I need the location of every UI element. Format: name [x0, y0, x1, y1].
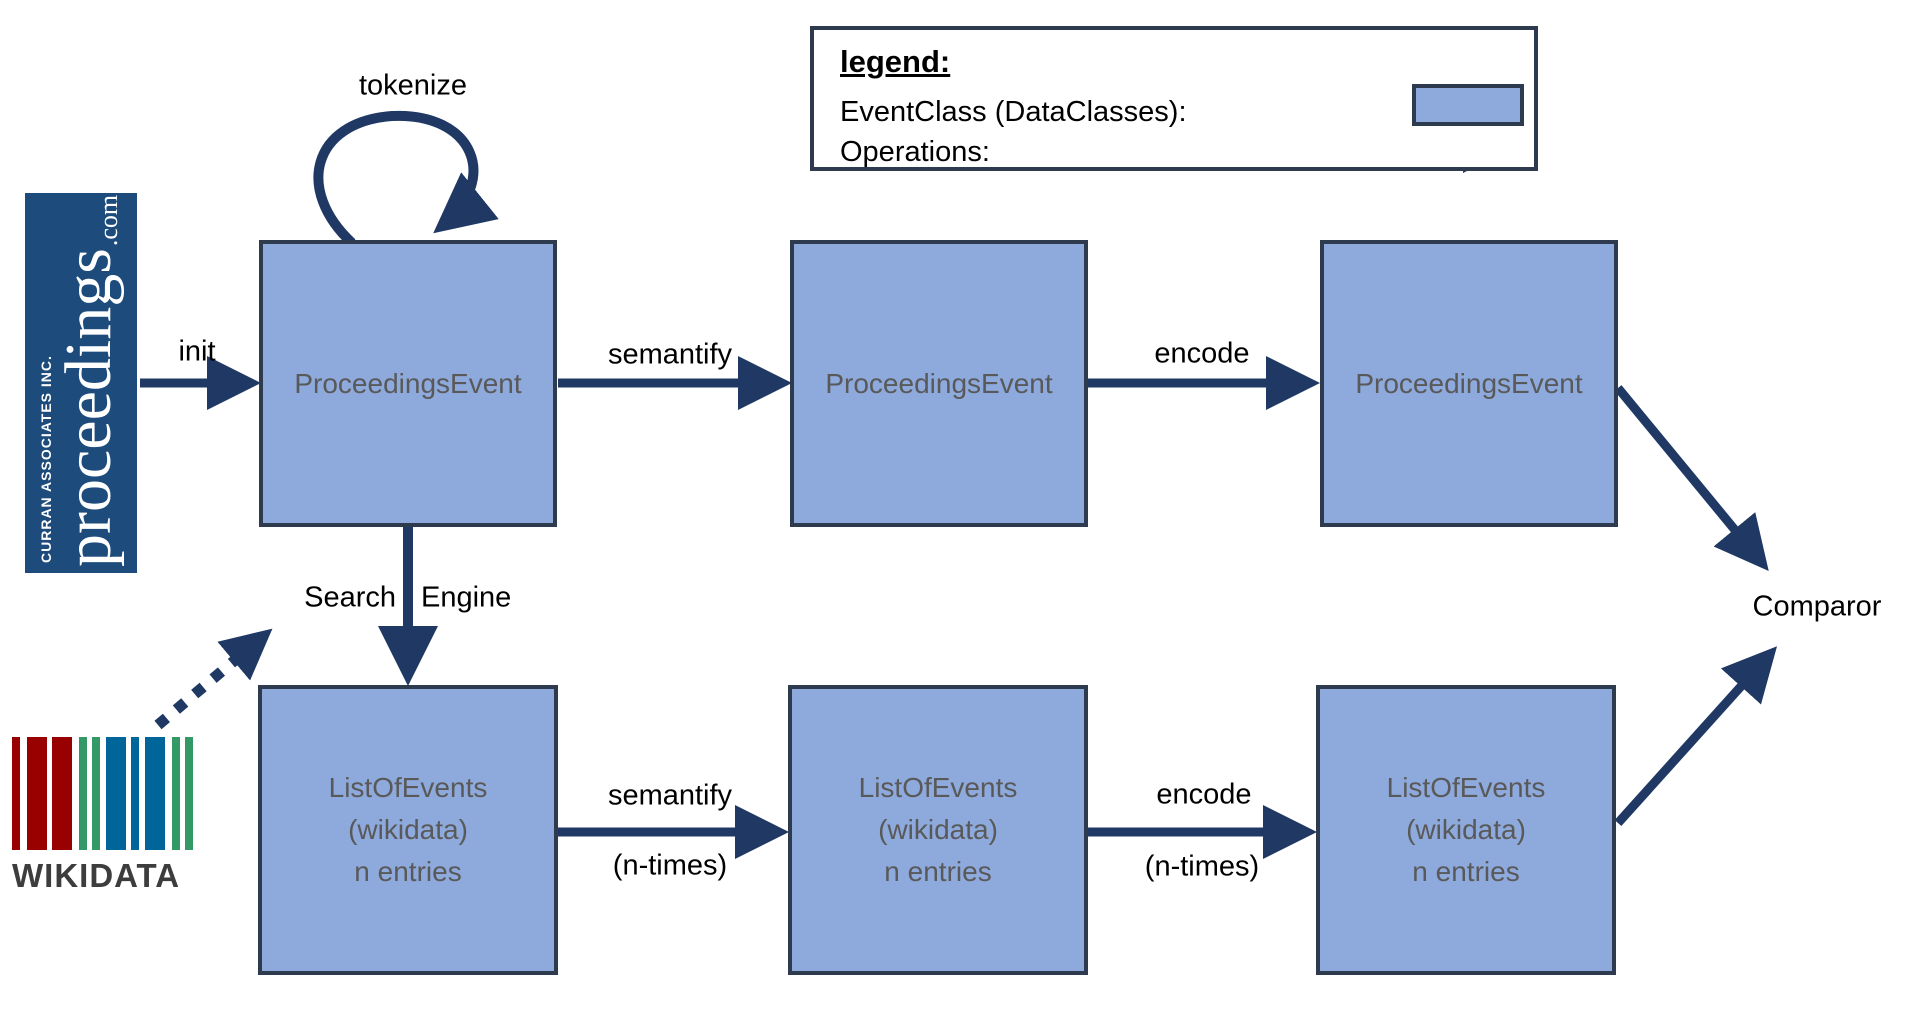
edge-label-encode-bottom: encode [1156, 778, 1252, 811]
proceedings-logo-rotated-text: CURRAN ASSOCIATES INC. proceedings .com [25, 193, 137, 573]
edge-label-search: Search [304, 581, 396, 614]
wikidata-wordmark: WIKIDATA [12, 857, 181, 894]
list-of-events-box-3-line2: (wikidata) [1406, 814, 1526, 845]
list-of-events-box-1-line2: (wikidata) [348, 814, 468, 845]
proceedings-com-logo: CURRAN ASSOCIATES INC. proceedings .com [25, 193, 137, 573]
edge-label-encode-bottom-note: (n-times) [1144, 850, 1260, 883]
comparor-label: Comparor [1752, 590, 1882, 623]
arrow-proceedings-to-comparor [1614, 385, 1769, 571]
list-of-events-box-2: ListOfEvents (wikidata) n entries [788, 685, 1088, 975]
edge-label-init: init [178, 335, 216, 368]
edge-label-tokenize: tokenize [358, 69, 468, 102]
edge-label-semantify-top: semantify [607, 338, 733, 371]
arrow-listofevents-to-comparor [1614, 646, 1778, 827]
proceedings-com-suffix: .com [94, 194, 123, 247]
legend-box: legend: EventClass (DataClasses): Operat… [810, 26, 1538, 171]
legend-operations-label: Operations: [840, 136, 990, 168]
edge-label-semantify-bottom: semantify [607, 779, 733, 812]
list-of-events-box-3-line3: n entries [1412, 856, 1520, 887]
list-of-events-box-3: ListOfEvents (wikidata) n entries [1316, 685, 1616, 975]
wikidata-barcode-icon [12, 737, 193, 850]
legend-title: legend: [840, 44, 951, 79]
arrow-tokenize-loop [313, 110, 499, 247]
proceedings-event-box-2: ProceedingsEvent [790, 240, 1088, 527]
edge-label-semantify-bottom-note: (n-times) [612, 849, 728, 882]
proceedings-event-box-1: ProceedingsEvent [259, 240, 557, 527]
proceedings-wordmark: proceedings [52, 248, 125, 567]
proceedings-event-box-3-label: ProceedingsEvent [1355, 367, 1583, 399]
proceedings-event-box-2-label: ProceedingsEvent [825, 367, 1053, 399]
list-of-events-box-1-line1: ListOfEvents [328, 772, 488, 803]
proceedings-event-box-3: ProceedingsEvent [1320, 240, 1618, 527]
list-of-events-box-2-line1: ListOfEvents [858, 772, 1018, 803]
list-of-events-box-2-line2: (wikidata) [878, 814, 998, 845]
proceedings-event-box-1-label: ProceedingsEvent [294, 367, 522, 399]
list-of-events-box-1-line3: n entries [354, 856, 462, 887]
edge-label-encode-top: encode [1154, 337, 1250, 370]
arrow-wikidata-dotted [154, 628, 273, 730]
list-of-events-box-3-line1: ListOfEvents [1386, 772, 1546, 803]
list-of-events-box-1: ListOfEvents (wikidata) n entries [258, 685, 558, 975]
legend-eventclass-sample-box [1412, 84, 1524, 126]
wikidata-logo: WIKIDATA [12, 737, 193, 895]
list-of-events-box-2-line3: n entries [884, 856, 992, 887]
edge-label-engine: Engine [421, 581, 512, 614]
legend-eventclass-label: EventClass (DataClasses): [840, 96, 1187, 128]
